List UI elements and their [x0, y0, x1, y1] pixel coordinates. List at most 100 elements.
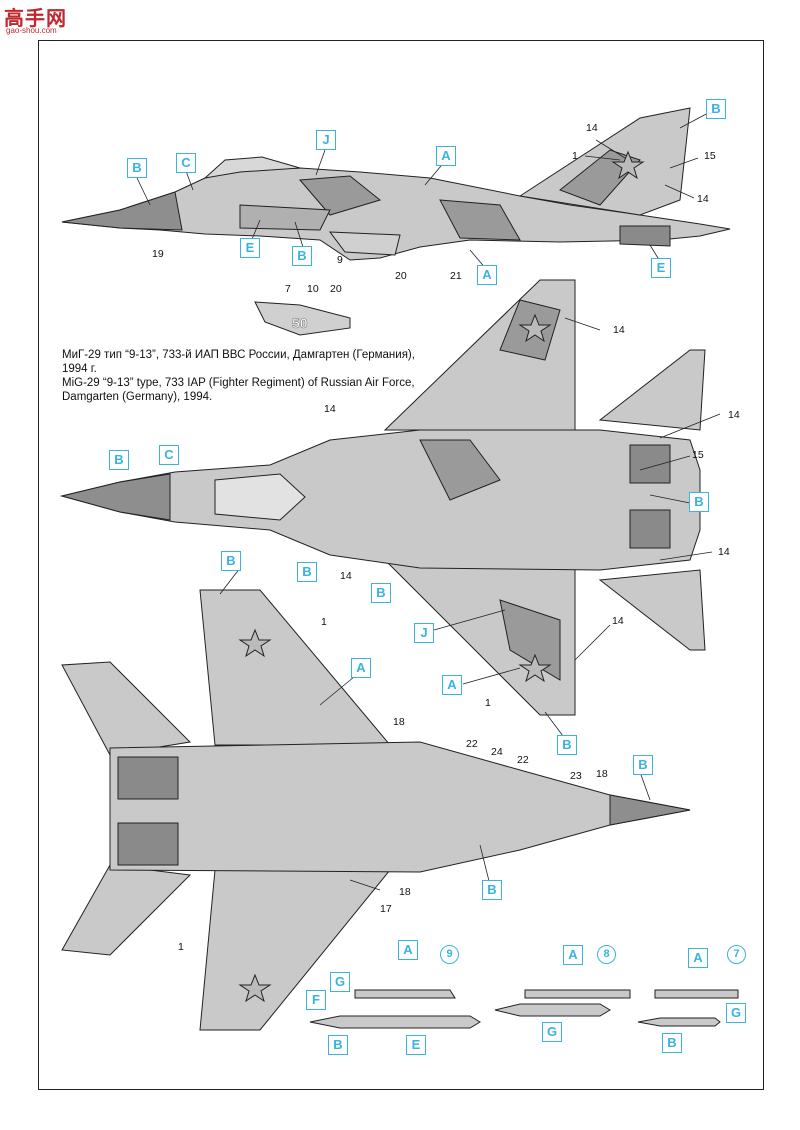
callout-side-b-nose: B [127, 158, 147, 178]
w7-missile [637, 1017, 721, 1027]
callout-bot-b-tip: B [221, 551, 241, 571]
callout-w9-g: G [330, 972, 350, 992]
callout-top-b-left: B [297, 562, 317, 582]
ref-number: 19 [152, 248, 164, 260]
ref-number: 7 [285, 283, 291, 295]
ref-number: 9 [337, 254, 343, 266]
caption-ru-line1: МиГ-29 тип “9-13”, 733-й ИАП ВВС России,… [62, 349, 415, 361]
callout-top-j: J [414, 623, 434, 643]
callout-top-c: C [159, 445, 179, 465]
drawing-frame [38, 40, 764, 1090]
watermark-chars: 高手网 [4, 6, 67, 30]
callout-side-c: C [176, 153, 196, 173]
ref-number: 22 [517, 754, 529, 766]
ref-number: 14 [613, 324, 625, 336]
caption: МиГ-29 тип “9-13”, 733-й ИАП ВВС России,… [62, 348, 442, 404]
ref-number: 21 [450, 270, 462, 282]
side-view [61, 107, 731, 261]
top-stab-upper [598, 349, 706, 431]
ref-number: 23 [570, 770, 582, 782]
top-camo-3 [499, 599, 561, 681]
top-view [60, 279, 706, 716]
bottom-view [61, 589, 691, 1031]
callout-w9-a: A [398, 940, 418, 960]
top-star-lower [518, 653, 552, 683]
ref-number: 1 [572, 150, 578, 162]
callout-side-b-tail: B [706, 99, 726, 119]
top-stab-lower [598, 569, 706, 651]
callout-w7-g: G [726, 1003, 746, 1023]
bot-stab-lower [61, 864, 192, 956]
top-radome [60, 473, 171, 521]
side-tank [328, 231, 401, 256]
w8-pylon [524, 989, 631, 999]
callout-w9-b: B [328, 1035, 348, 1055]
callout-top-b-wing: B [557, 735, 577, 755]
side-intake [239, 204, 331, 231]
top-canopy [214, 473, 306, 521]
ref-number: 17 [380, 903, 392, 915]
bot-fuselage [109, 741, 691, 873]
side-canopy [203, 156, 301, 179]
callout-w9-f: F [306, 990, 326, 1010]
callout-side-e-front: E [240, 238, 260, 258]
callout-top-b-nose: B [109, 450, 129, 470]
callout-w8-g: G [542, 1022, 562, 1042]
ref-number: 14 [718, 546, 730, 558]
bot-nozzle-upper [117, 756, 179, 800]
callout-top-a: A [442, 675, 462, 695]
callout-side-e-rear: E [651, 258, 671, 278]
ref-number: 1 [485, 697, 491, 709]
callout-w7-b: B [662, 1033, 682, 1053]
w9-missile [309, 1015, 481, 1029]
callout-side-a-bottom: A [477, 265, 497, 285]
callout-top-b-right: B [689, 492, 709, 512]
bot-wing-lower [199, 869, 392, 1031]
bot-star-upper [238, 628, 272, 658]
top-nozzle-lower [629, 509, 671, 549]
ref-number: 1 [321, 616, 327, 628]
ref-number: 24 [491, 746, 503, 758]
ref-number: 14 [728, 409, 740, 421]
bot-star-lower [238, 973, 272, 1003]
bot-radome [609, 794, 691, 826]
side-radome [61, 191, 183, 231]
ref-number: 14 [586, 122, 598, 134]
callout-top-b-center: B [371, 583, 391, 603]
weapons [309, 989, 739, 1029]
fin-tail-number: 50 [292, 315, 308, 331]
callout-bot-b-lower: B [482, 880, 502, 900]
ref-number: 20 [330, 283, 342, 295]
station-8-badge: 8 [597, 945, 616, 964]
callout-bot-a: A [351, 658, 371, 678]
top-camo-1 [419, 439, 501, 501]
callout-w9-e: E [406, 1035, 426, 1055]
watermark-logo: 高手网 gao-shou.com [4, 2, 76, 38]
callout-side-b-under: B [292, 246, 312, 266]
ref-number: 15 [692, 449, 704, 461]
ref-number: 1 [178, 941, 184, 953]
ref-number: 18 [596, 768, 608, 780]
ref-number: 18 [399, 886, 411, 898]
caption-en-line1: MiG-29 “9-13” type, 733 IAP (Fighter Reg… [62, 377, 415, 389]
top-star-upper [518, 313, 552, 343]
ref-number: 18 [393, 716, 405, 728]
leader-lines [136, 111, 721, 891]
callout-w8-a: A [563, 945, 583, 965]
bot-nozzle-lower [117, 822, 179, 866]
ref-number: 22 [466, 738, 478, 750]
station-7-badge: 7 [727, 945, 746, 964]
side-camo-1 [298, 175, 382, 216]
ref-number: 14 [697, 193, 709, 205]
callout-side-a-top: A [436, 146, 456, 166]
bot-stab-upper [61, 661, 192, 756]
callout-bot-b-nose: B [633, 755, 653, 775]
w7-pylon [654, 989, 739, 999]
ref-number: 20 [395, 270, 407, 282]
side-star [611, 150, 645, 180]
caption-ru-line2: 1994 г. [62, 363, 97, 375]
caption-en-line2: Damgarten (Germany), 1994. [62, 391, 213, 403]
ref-number: 14 [324, 403, 336, 415]
side-nozzle [619, 225, 671, 247]
callout-side-j: J [316, 130, 336, 150]
